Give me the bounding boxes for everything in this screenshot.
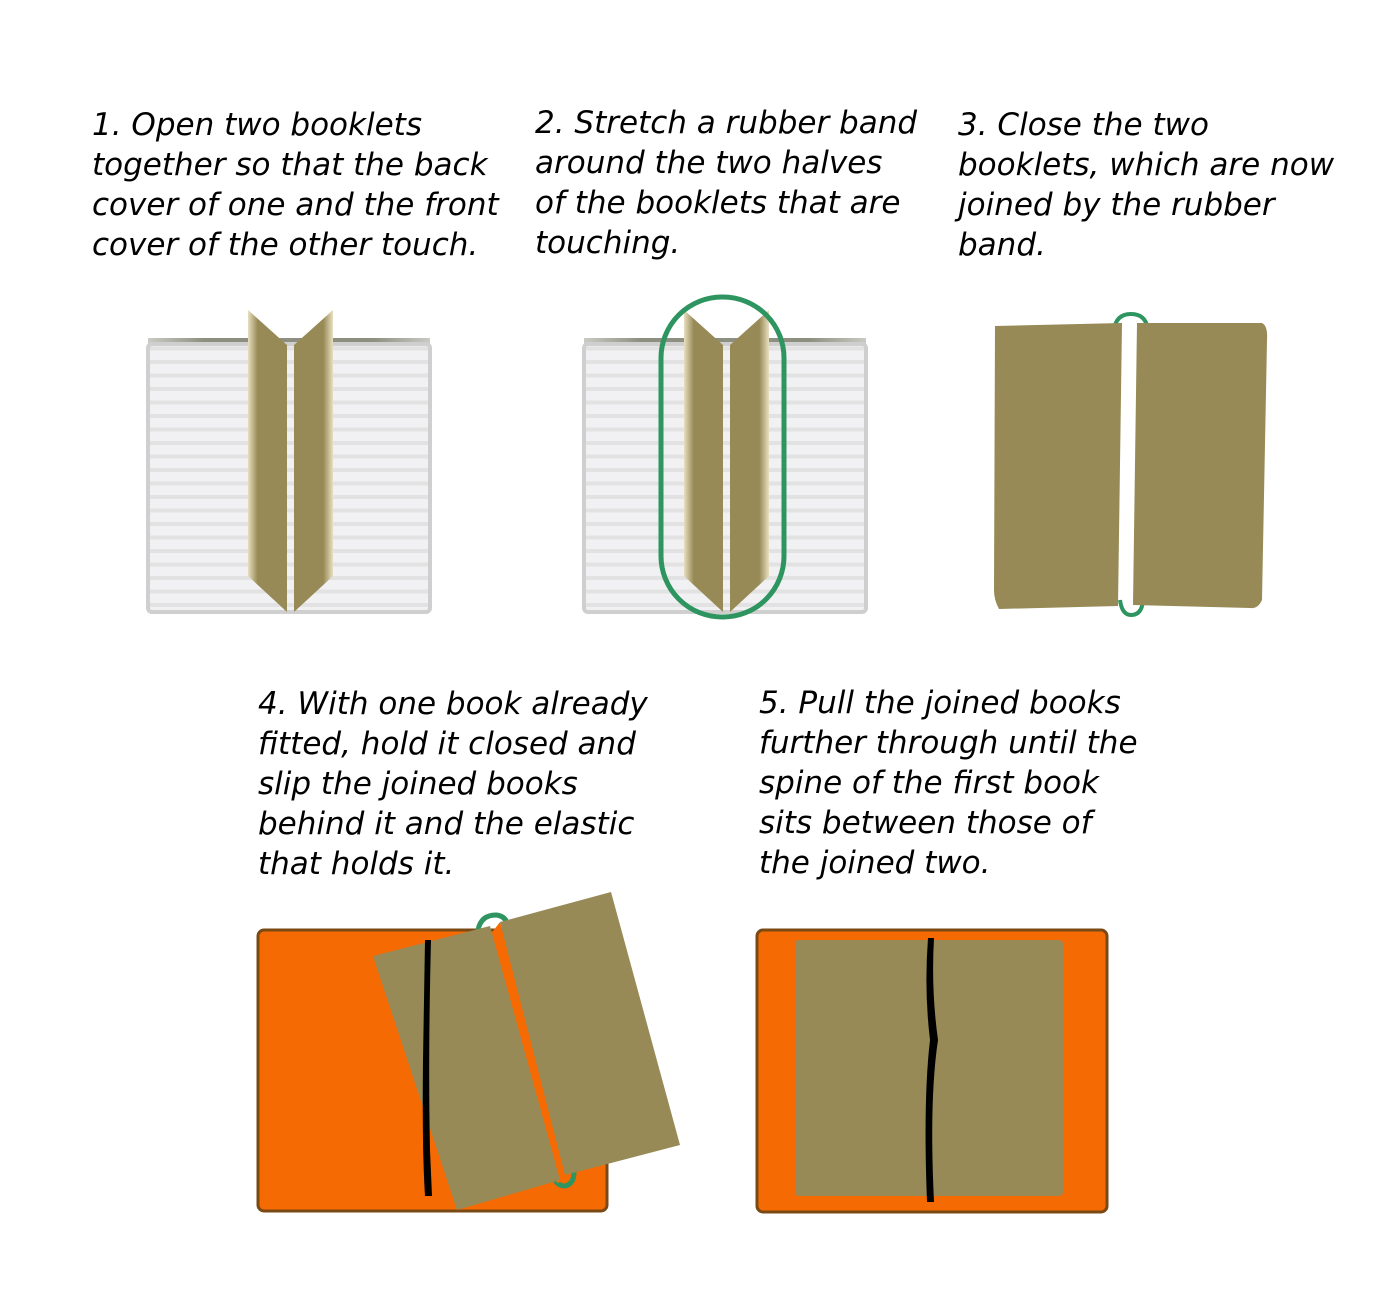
step-line: 3. Close the two xyxy=(958,107,1209,143)
step5-illustration xyxy=(755,928,1109,1214)
step-line: behind it and the elastic xyxy=(258,806,635,842)
step-5-text: 5. Pull the joined books further through… xyxy=(759,683,1138,883)
step-line: sits between those of xyxy=(759,805,1092,841)
booklet-cover-left xyxy=(248,310,287,612)
elastic-band xyxy=(925,938,938,1202)
step-4-text: 4. With one book already fitted, hold it… xyxy=(258,684,648,884)
step-line: 4. With one book already xyxy=(258,686,648,722)
step-line: around the two halves xyxy=(535,145,883,181)
step-line: joined by the rubber xyxy=(958,187,1275,223)
booklet-cover-right xyxy=(294,310,333,612)
step-line: touching. xyxy=(535,225,681,261)
closed-booklet-right xyxy=(1133,323,1268,609)
step-line: fitted, hold it closed and xyxy=(258,726,636,762)
step-line: slip the joined books xyxy=(258,766,578,802)
step-1-text: 1. Open two booklets together so that th… xyxy=(92,105,499,265)
step4-illustration xyxy=(256,892,680,1213)
step3-illustration xyxy=(994,311,1268,618)
joined-booklet-left xyxy=(373,926,560,1210)
step-3-text: 3. Close the two booklets, which are now… xyxy=(958,105,1334,265)
step-line: spine of the first book xyxy=(759,765,1099,801)
step-line: cover of the other touch. xyxy=(92,227,479,263)
step-line: cover of one and the front xyxy=(92,187,499,223)
step-line: 2. Stretch a rubber band xyxy=(535,105,918,141)
step-line: band. xyxy=(958,227,1046,263)
step-line: 5. Pull the joined books xyxy=(759,685,1121,721)
joined-booklet-right xyxy=(500,892,680,1175)
open-booklet-pages xyxy=(146,342,432,614)
joined-booklet-left xyxy=(795,940,930,1196)
elastic-band xyxy=(422,940,432,1196)
step-line: further through until the xyxy=(759,725,1138,761)
closed-booklet-left xyxy=(994,323,1122,609)
step-line: the joined two. xyxy=(759,845,991,881)
step1-illustration xyxy=(146,310,432,614)
joined-booklet-right xyxy=(930,940,1063,1196)
step-2-text: 2. Stretch a rubber band around the two … xyxy=(535,103,917,263)
rubber-band xyxy=(658,294,787,620)
step-line: together so that the back xyxy=(92,147,488,183)
step-line: 1. Open two booklets xyxy=(92,107,422,143)
step-line: of the booklets that are xyxy=(535,185,901,221)
step-line: that holds it. xyxy=(258,846,455,882)
step2-illustration xyxy=(582,294,868,620)
step-line: booklets, which are now xyxy=(958,147,1335,183)
